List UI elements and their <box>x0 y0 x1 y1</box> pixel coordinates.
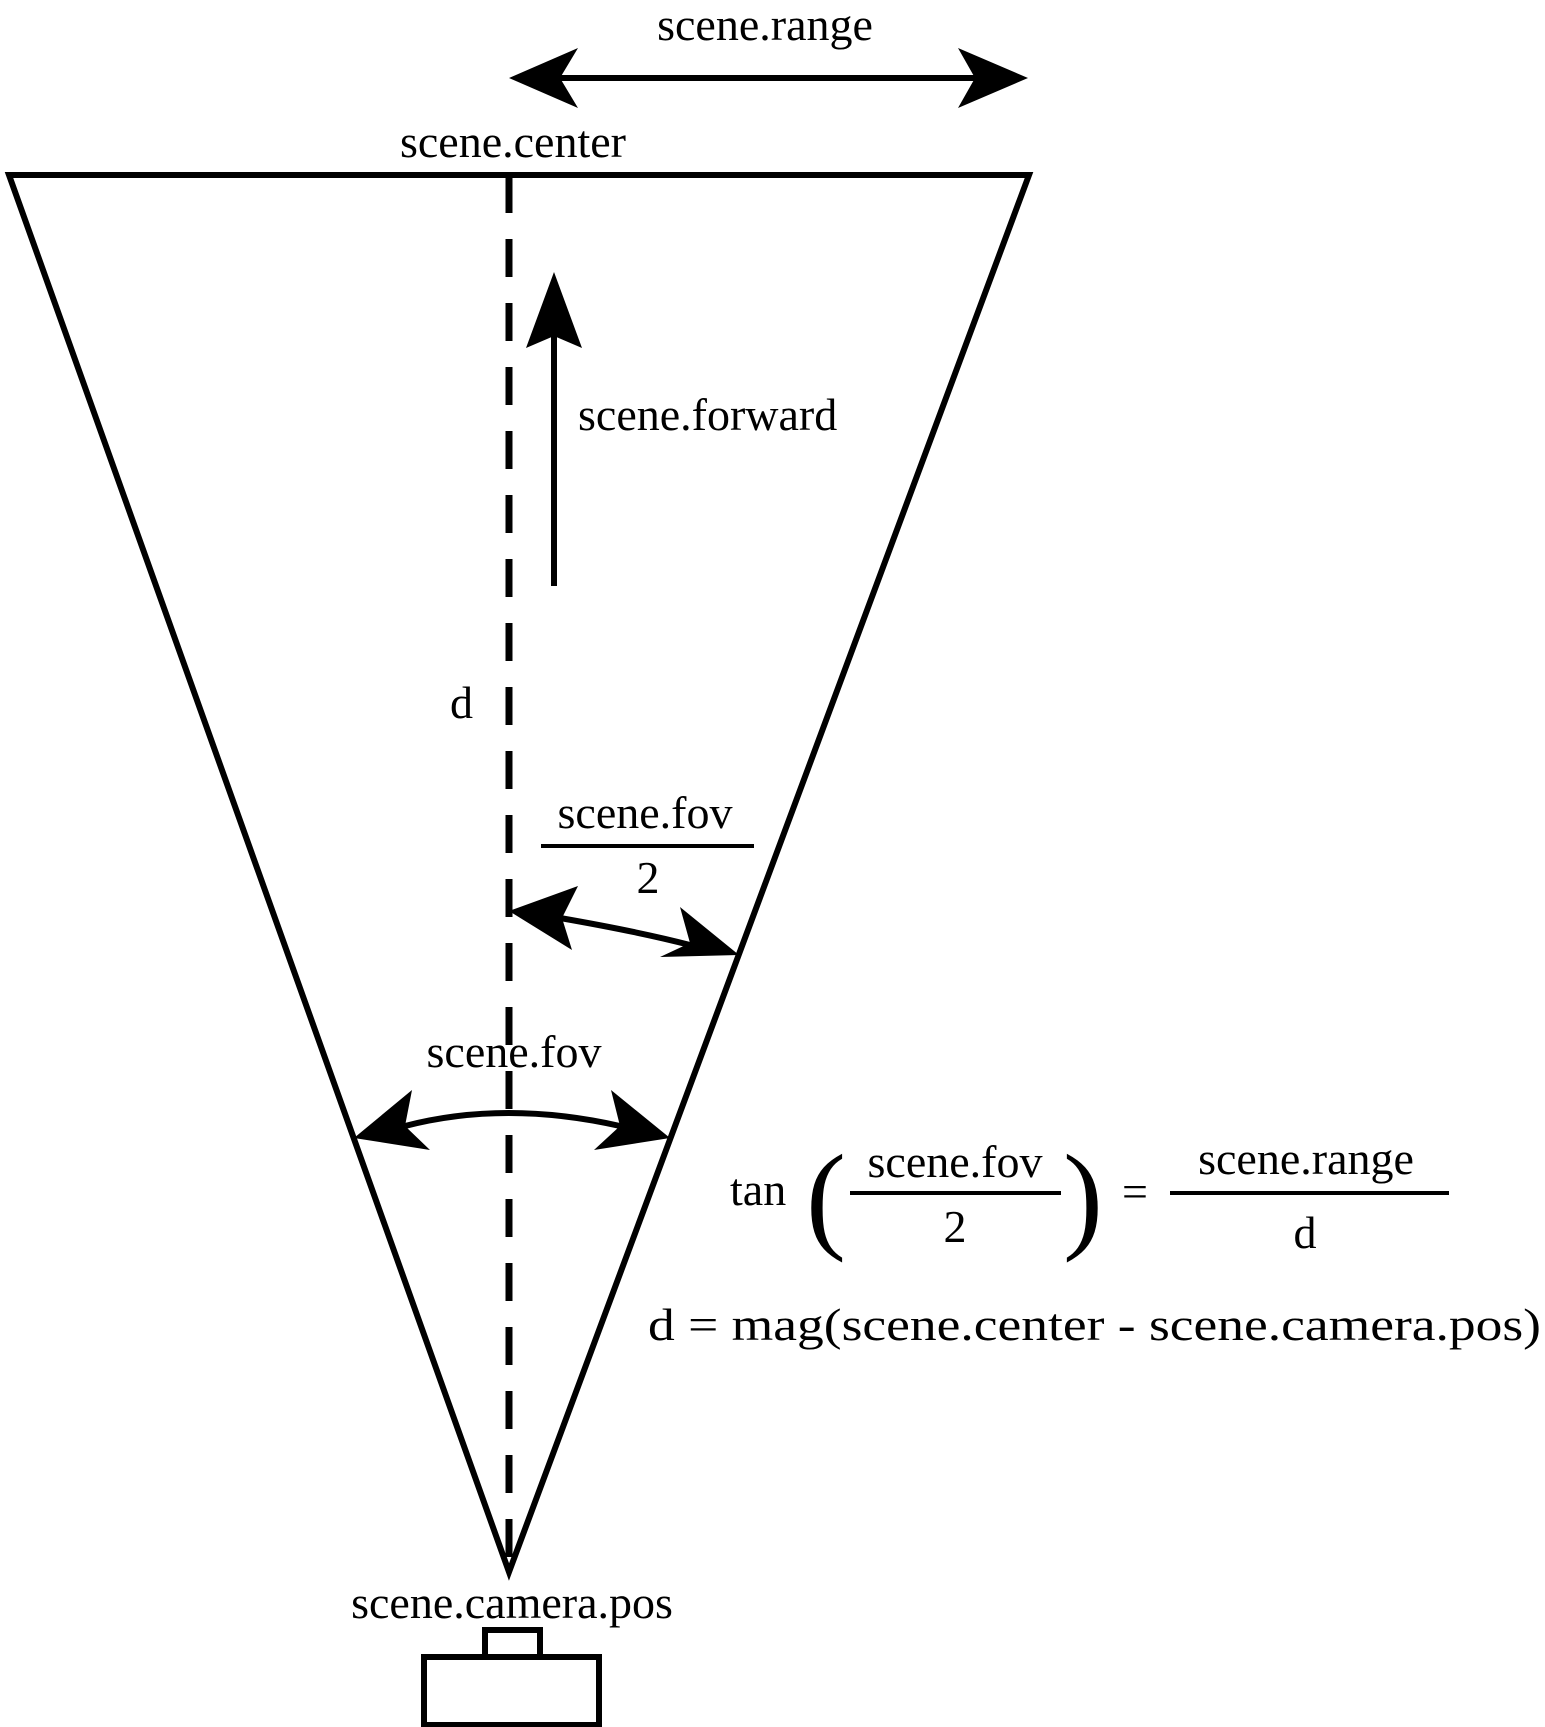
range-label: scene.range <box>657 0 873 50</box>
tan-rhs-numerator: scene.range <box>1198 1133 1414 1184</box>
left-parenthesis: ( <box>806 1130 846 1263</box>
forward-arrow <box>526 272 582 586</box>
tan-function-label: tan <box>730 1164 786 1215</box>
range-arrow <box>509 48 1028 108</box>
right-parenthesis: ) <box>1063 1130 1103 1263</box>
forward-label: scene.forward <box>578 389 837 440</box>
camera-pos-label: scene.camera.pos <box>351 1577 673 1628</box>
half-fov-numerator: scene.fov <box>558 787 733 838</box>
tan-rhs-denominator: d <box>1294 1207 1317 1258</box>
fov-label: scene.fov <box>427 1026 602 1077</box>
equals-sign: = <box>1122 1166 1148 1217</box>
distance-equation: d = mag(scene.center - scene.camera.pos) <box>648 1299 1541 1350</box>
distance-d-label: d <box>450 677 473 728</box>
camera-icon <box>421 1627 602 1727</box>
half-fov-arc-arrow <box>509 886 739 957</box>
half-fov-denominator: 2 <box>637 852 660 903</box>
tan-lhs-numerator: scene.fov <box>868 1136 1043 1187</box>
center-label: scene.center <box>400 116 626 167</box>
fov-arc-arrow <box>354 1090 670 1150</box>
tan-lhs-denominator: 2 <box>944 1201 967 1252</box>
tan-equation: tan ( scene.fov 2 ) = scene.range d <box>730 1130 1449 1263</box>
view-frustum <box>4 172 1034 1581</box>
